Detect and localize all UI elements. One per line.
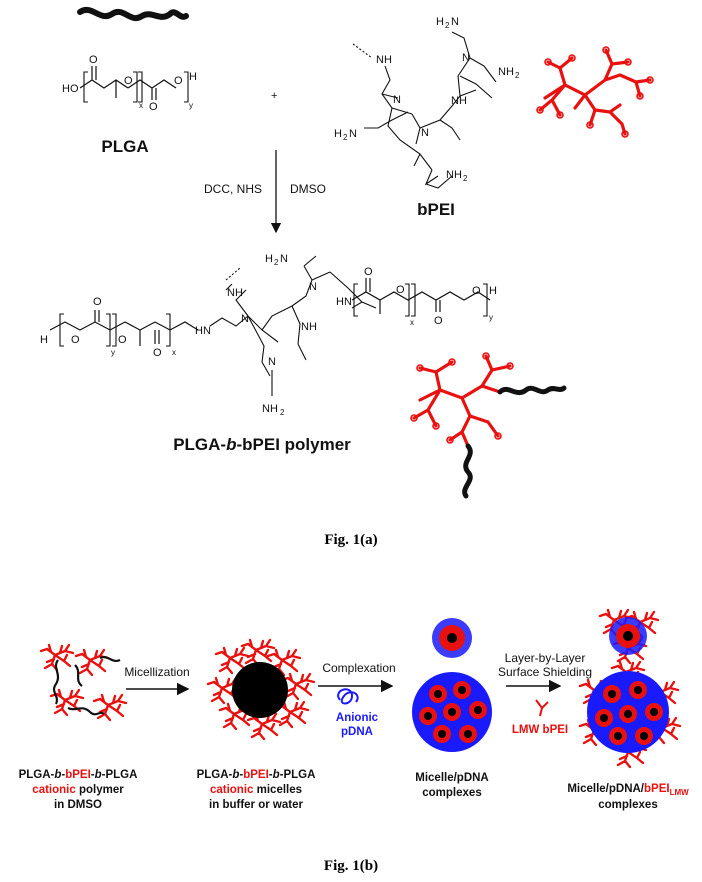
pdna-label: pDNA [341, 726, 373, 738]
atom-label: N [349, 128, 357, 140]
complexation-label: Complexation [322, 661, 395, 675]
shielded-small-icon [598, 608, 660, 665]
atom-label: N [241, 313, 249, 325]
atom-label: O [434, 315, 443, 327]
atom-label: NH [446, 169, 462, 181]
lmw-bpei-icon [535, 699, 549, 717]
micelle-description: PLGA-b-bPEI-b-PLGA cationic micelles in … [197, 769, 316, 811]
solvent-label: DMSO [290, 182, 326, 196]
complex-large-icon [412, 672, 492, 752]
shielded-large-icon [578, 660, 682, 769]
atom-label: O [364, 266, 373, 278]
complex-desc-line2: complexes [422, 787, 481, 799]
atom-label: O [153, 347, 162, 359]
complex-description: Micelle/pDNA complexes [415, 772, 489, 799]
caption-a: Fig. 1(a) [324, 532, 377, 548]
anionic-label: Anionic [336, 712, 379, 724]
plga-chain-icon [77, 7, 189, 21]
atom-label: O [93, 296, 102, 308]
atom-label: N [280, 253, 288, 265]
panel-b: Micellization Complexation Anionic pDNA [19, 608, 689, 874]
lmw-bpei-label: LMW bPEI [512, 724, 568, 736]
subscript-y: y [111, 348, 115, 357]
reagents-label: DCC, NHS [204, 182, 262, 196]
micelle-core [232, 662, 288, 718]
plga-structure: HO O O O O x H y PLGA [62, 54, 197, 156]
micelle-desc-line2: cationic micelles [210, 784, 302, 796]
caption-b: Fig. 1(b) [324, 858, 378, 874]
shielded-desc-line1: Micelle/pDNA/bPEILMW [567, 783, 689, 797]
bpei-structure: NH H 2 N N NH 2 NH N H 2 N N NH 2 bPEI [334, 16, 520, 219]
atom-label: 2 [343, 133, 348, 142]
product-cartoon-icon [410, 352, 567, 499]
atom-label: HN [336, 296, 352, 308]
product-structure: H O O y O O x HN NH N NH N H 2 N N NH 2 … [40, 253, 497, 417]
polymer-description: PLGA-b-bPEI-b-PLGA cationic polymer in D… [19, 769, 138, 811]
atom-label: NH [227, 287, 243, 299]
atom-label: H [489, 285, 497, 297]
dispersed-polymer-icon [39, 643, 128, 722]
atom-label: H [189, 71, 197, 83]
bpei-cartoon-icon [536, 46, 654, 138]
atom-label: O [89, 54, 98, 66]
shielded-description: Micelle/pDNA/bPEILMW complexes [567, 783, 689, 811]
atom-label: H [436, 16, 444, 28]
atom-label: HO [62, 83, 79, 95]
atom-label: 2 [280, 408, 285, 417]
atom-label: 2 [445, 21, 450, 30]
bpei-label: bPEI [417, 200, 455, 219]
atom-label: N [309, 281, 317, 293]
atom-label: O [118, 334, 127, 346]
micelle-desc-line3: in buffer or water [209, 799, 303, 811]
atom-label: N [451, 16, 459, 28]
micellization-label: Micellization [124, 665, 189, 679]
atom-label: O [396, 284, 405, 296]
lbl-label-line2: Surface Shielding [498, 665, 592, 679]
subscript-x: x [410, 318, 414, 327]
atom-label: NH [301, 321, 317, 333]
subscript-y: y [189, 101, 193, 110]
lbl-label-line1: Layer-by-Layer [505, 651, 586, 665]
atom-label: N [421, 127, 429, 139]
atom-label: NH [376, 54, 392, 66]
atom-label: 2 [274, 258, 279, 267]
atom-label: O [71, 334, 80, 346]
polymer-desc-line1: PLGA-b-bPEI-b-PLGA [19, 769, 138, 781]
subscript-x: x [139, 101, 143, 110]
complex-small-icon [432, 618, 472, 658]
complex-desc-line1: Micelle/pDNA [415, 772, 489, 784]
product-label: PLGA-b-bPEI polymer [173, 435, 351, 454]
atom-label: 2 [515, 71, 520, 80]
atom-label: H [40, 334, 48, 346]
atom-label: N [268, 356, 276, 368]
atom-label: O [149, 101, 158, 113]
atom-label: O [124, 75, 133, 87]
atom-label: NH [262, 403, 278, 415]
atom-label: N [393, 94, 401, 106]
atom-label: N [462, 52, 470, 64]
micelle-desc-line1: PLGA-b-bPEI-b-PLGA [197, 769, 316, 781]
atom-label: H [265, 253, 273, 265]
atom-label: H [334, 128, 342, 140]
atom-label: O [472, 285, 481, 297]
atom-label: NH [498, 66, 514, 78]
polymer-desc-line3: in DMSO [54, 799, 102, 811]
plus-sign: + [271, 90, 277, 102]
panel-a: HO O O O O x H y PLGA + NH H 2 N N NH 2 … [40, 7, 654, 548]
subscript-x: x [172, 348, 176, 357]
plga-label: PLGA [101, 137, 148, 156]
pdna-icon [337, 688, 359, 705]
shielded-desc-line2: complexes [598, 799, 657, 811]
atom-label: O [174, 75, 183, 87]
atom-label: NH [451, 95, 467, 107]
micelle-icon [206, 638, 316, 741]
atom-label: 2 [463, 174, 468, 183]
subscript-y: y [489, 313, 493, 322]
polymer-desc-line2: cationic polymer [32, 784, 124, 796]
atom-label: HN [195, 325, 211, 337]
